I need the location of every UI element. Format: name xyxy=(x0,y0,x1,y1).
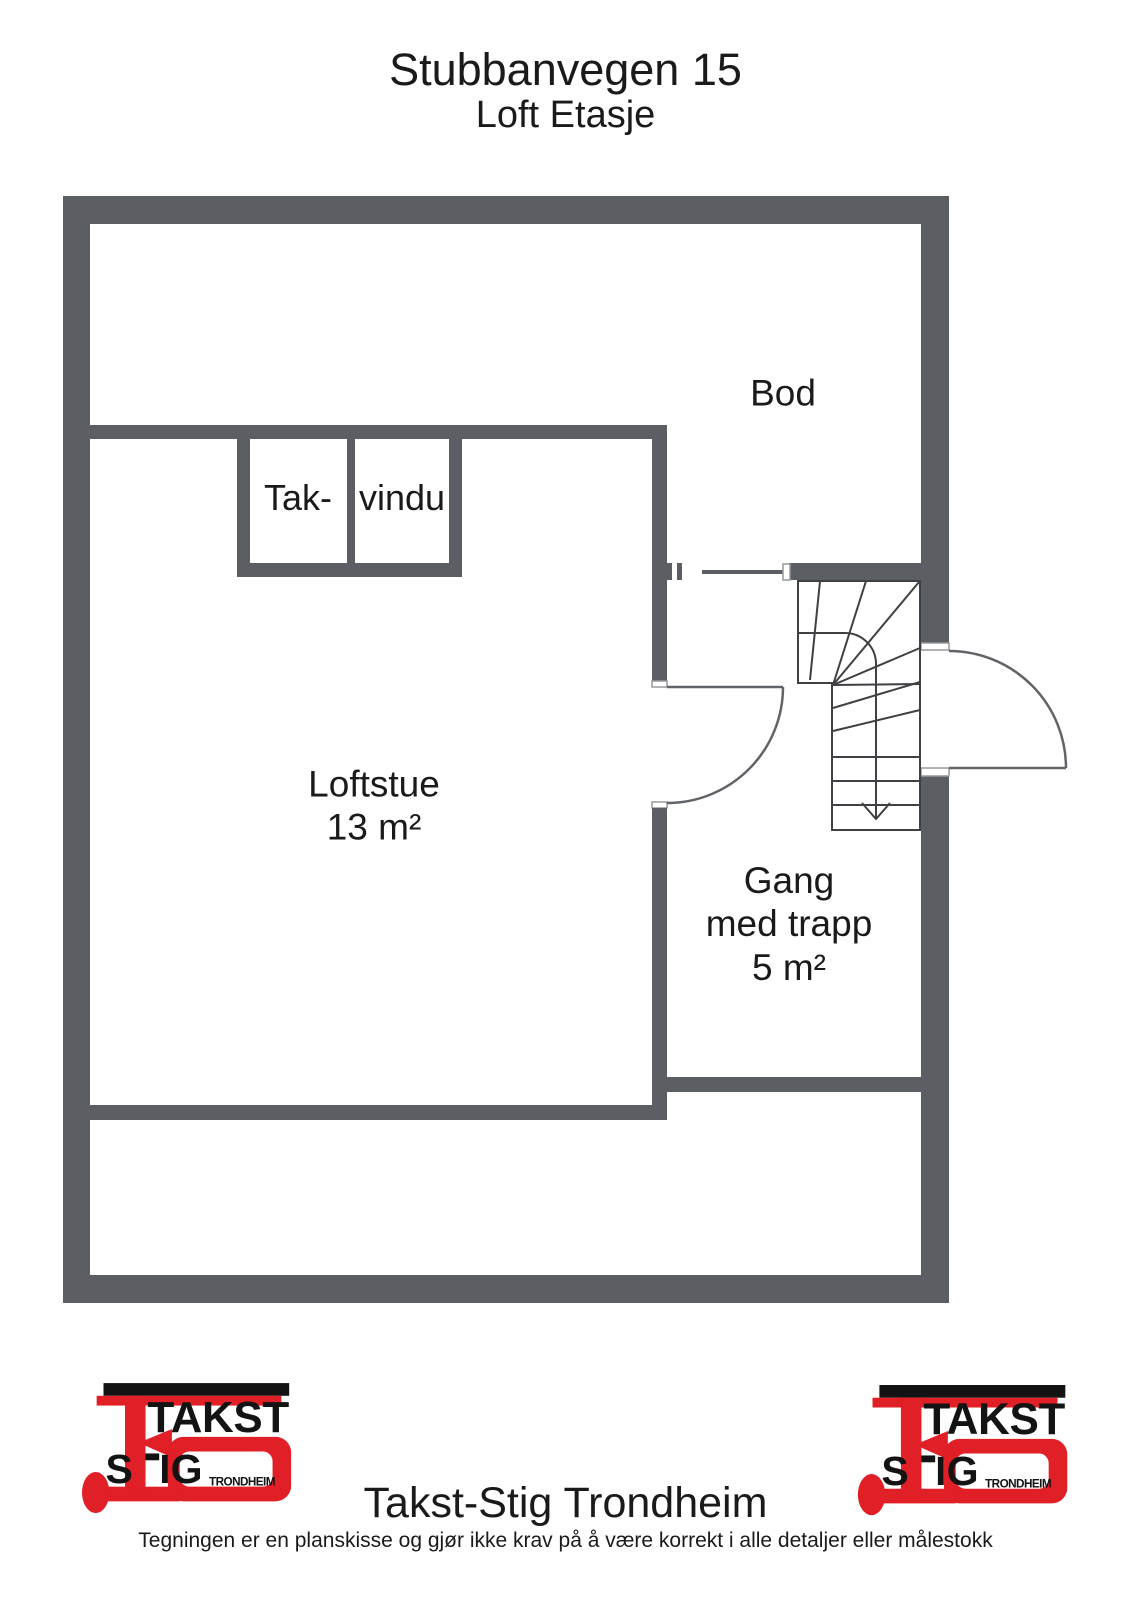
logo-trondheim-text: TRONDHEIM xyxy=(209,1476,275,1489)
loftstue-name: Loftstue xyxy=(308,763,440,805)
logo-t-stem xyxy=(900,1397,922,1498)
roof-window-pane-right xyxy=(355,439,449,563)
bod-stair-wall xyxy=(789,563,921,580)
loftstue-right-wall-lower xyxy=(652,808,667,1120)
gang-name-line2: med trapp xyxy=(705,903,873,945)
title-block: Stubbanvegen 15 Loft Etasje xyxy=(0,44,1131,136)
takst-stig-logo-right: TAKST S IG TRONDHEIM xyxy=(857,1385,1068,1516)
footer-disclaimer: Tegningen er en planskisse og gjør ikke … xyxy=(138,1529,993,1552)
room-label-loftstue: Loftstue 13 m² xyxy=(308,763,440,850)
logo-top-bar-black xyxy=(879,1385,1066,1398)
logo-trondheim-text: TRONDHEIM xyxy=(985,1478,1052,1491)
entry-door-swing xyxy=(948,649,1068,769)
stair-opening-stub-slit xyxy=(672,563,677,580)
outer-wall-right-upper xyxy=(921,196,949,643)
roof-window-pane-left xyxy=(250,439,347,563)
stair-walkline xyxy=(798,632,877,818)
logo-stig-s: S xyxy=(881,1448,908,1494)
logo-top-bar-red xyxy=(96,1395,282,1406)
logo-takst-text: TAKST xyxy=(147,1393,289,1442)
loftstue-bottom-wall xyxy=(82,1105,667,1120)
stair-winder-tread-1 xyxy=(809,580,821,681)
room-label-bod: Bod xyxy=(750,372,816,414)
takst-stig-logo-left: TAKST S IG TRONDHEIM xyxy=(82,1383,292,1514)
logo-arrowhead xyxy=(914,1430,948,1460)
gang-name-line1: Gang xyxy=(743,860,835,902)
logo-t-stem xyxy=(125,1395,146,1496)
logo-top-bar-black xyxy=(103,1383,290,1396)
loftstue-area: 13 m² xyxy=(326,807,422,848)
stair-outline xyxy=(797,580,921,831)
stair-winder-tread-3 xyxy=(832,581,920,686)
room-label-takvindu-1: Tak- xyxy=(263,476,333,518)
page-title: Stubbanvegen 15 xyxy=(389,44,742,95)
room-label-takvindu-2: vindu xyxy=(358,476,446,518)
logo-stig-s: S xyxy=(105,1446,132,1492)
logo-loop-hole xyxy=(955,1453,1049,1489)
logo-foot-blob xyxy=(82,1472,110,1514)
outer-wall-left xyxy=(63,196,90,1303)
entry-door-jamb-top xyxy=(920,642,950,651)
logo-takst-text: TAKST xyxy=(923,1395,1065,1444)
logo-stig-ig: IG xyxy=(935,1448,978,1494)
outer-wall-right-lower xyxy=(921,776,949,1303)
gang-bottom-wall xyxy=(652,1077,921,1092)
logo-foot-blob xyxy=(857,1474,886,1516)
bod-divider-wall xyxy=(82,425,667,439)
loftstue-door-swing xyxy=(666,686,785,805)
logo-loop-hole xyxy=(179,1451,273,1487)
logo-stig-ig: IG xyxy=(159,1446,202,1492)
footer-company-name: Takst-Stig Trondheim xyxy=(363,1479,768,1527)
logo-top-bar-red xyxy=(872,1397,1058,1408)
entry-door-jamb-bottom xyxy=(920,767,950,777)
stair-down-arrowhead xyxy=(861,802,891,821)
room-label-gang: Gang med trapp 5 m² xyxy=(706,859,873,989)
stair-railing-endcap xyxy=(782,563,791,581)
gang-area: 5 m² xyxy=(752,946,826,988)
page-subtitle: Loft Etasje xyxy=(475,93,656,136)
loftstue-door-jamb-top xyxy=(651,680,668,688)
outer-wall-top xyxy=(63,196,949,224)
logo-arrowhead xyxy=(138,1429,172,1458)
loftstue-right-wall-upper xyxy=(652,439,667,681)
loftstue-door-jamb-bottom xyxy=(651,801,668,809)
outer-wall-bottom xyxy=(63,1275,949,1303)
